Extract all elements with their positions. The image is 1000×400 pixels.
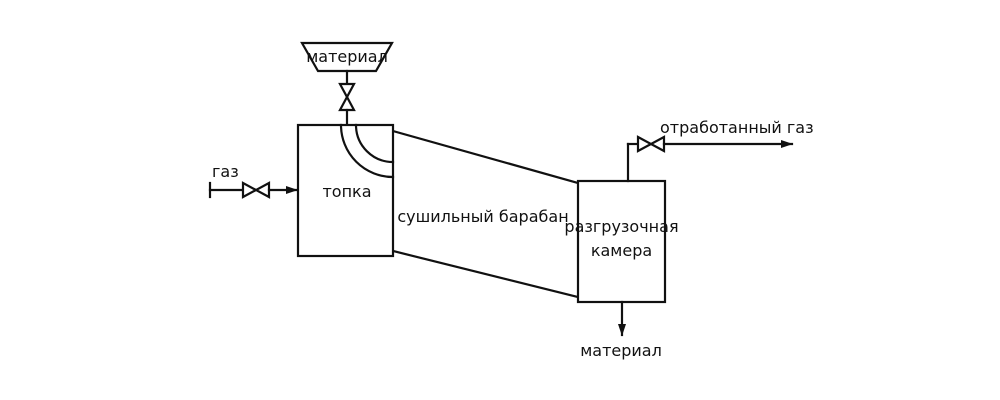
chamber-label-line2: камера [591,241,652,260]
gas-valve [241,181,271,199]
furnace: топка [296,123,395,258]
chamber-label-line1: разгрузочная [564,217,678,236]
material-hopper: материал [300,41,394,73]
discharge-chamber: разгрузочная камера [564,179,679,304]
drum-label: сушильный барабан [397,207,568,226]
gas-label: газ [212,162,239,181]
feed-chute-inner [354,123,395,164]
drying-drum [391,129,580,299]
gas-inlet [208,181,299,199]
feed-valve [338,82,356,112]
exhaust-outlet [626,135,794,183]
exhaust-label: отработанный газ [660,118,814,137]
drum-bottom-edge [391,249,580,299]
output-label: материал [580,341,662,360]
feed-chute-outer [339,123,395,179]
exhaust-valve [636,135,666,153]
drum-top-edge [391,129,580,185]
furnace-label: топка [322,182,371,201]
hopper-label: материал [306,47,388,66]
